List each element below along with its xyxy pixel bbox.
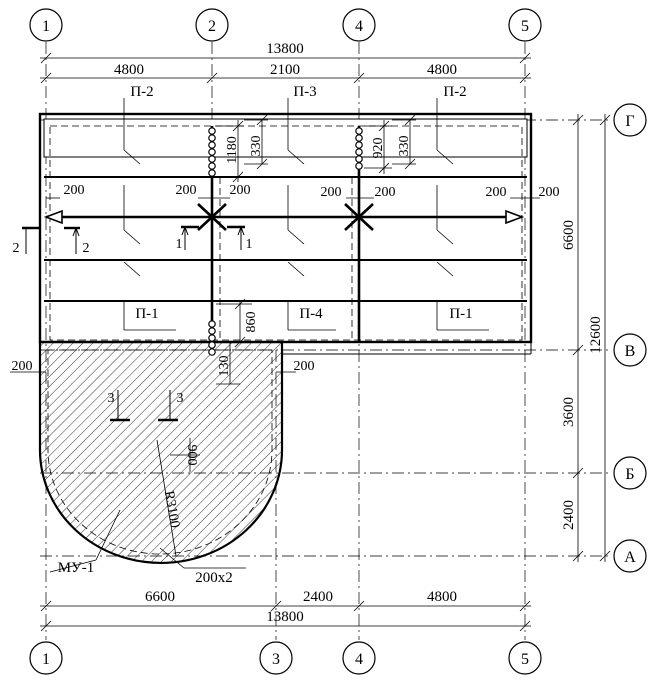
panel-label: П-3 xyxy=(293,84,316,100)
axis-label: 5 xyxy=(521,18,529,35)
axis-bubble: Г xyxy=(613,103,647,137)
panel-label: П-1 xyxy=(449,306,472,322)
axis-markers-bottom: 1 3 4 5 xyxy=(29,641,542,675)
dimension-local: 860 xyxy=(244,312,259,333)
axis-bubble: 4 xyxy=(342,8,376,42)
panel-label: П-2 xyxy=(130,84,153,100)
section-label: 3 xyxy=(108,391,115,406)
dimension-span: 2100 xyxy=(270,62,300,78)
axis-bubble: 5 xyxy=(508,8,542,42)
axis-bubble: А xyxy=(613,539,647,573)
local-dimensions xyxy=(10,114,540,472)
dimension-span: 2400 xyxy=(561,500,577,530)
axis-label: 5 xyxy=(521,651,529,668)
panel-label: П-4 xyxy=(299,306,323,322)
dimension-local: 200 xyxy=(539,185,560,200)
axis-label: А xyxy=(624,549,636,566)
dimension-local: 130 xyxy=(217,356,232,377)
panel-label: П-2 xyxy=(443,84,466,100)
dimension-chain-top xyxy=(40,52,531,84)
rebar-chain xyxy=(208,127,363,356)
axis-label: 1 xyxy=(42,18,50,35)
dimension-chain-right xyxy=(572,114,611,562)
section-label: 2 xyxy=(83,241,90,256)
section-markers xyxy=(22,225,245,422)
axis-label: В xyxy=(625,343,636,360)
monolithic-slab xyxy=(38,340,284,565)
axis-markers-right: Г В Б А xyxy=(613,103,647,573)
dimension-local: 330 xyxy=(397,136,412,157)
section-label: 3 xyxy=(177,391,184,406)
dimension-local: 200 xyxy=(230,183,251,198)
section-label: 1 xyxy=(246,237,253,252)
radius-label: R3100 xyxy=(161,490,182,529)
dimension-local: 330 xyxy=(249,136,264,157)
slab-label: МУ-1 xyxy=(58,560,94,576)
dimension-span: 6600 xyxy=(145,589,175,605)
dimension-local: 200 xyxy=(176,183,197,198)
dimension-span: 6600 xyxy=(561,220,577,250)
dimension-span: 4800 xyxy=(427,62,457,78)
dimension-overall-bottom: 13800 xyxy=(266,609,304,625)
axis-label: Б xyxy=(625,466,634,483)
axis-bubble: 1 xyxy=(29,8,63,42)
dimension-span: 3600 xyxy=(561,397,577,427)
annotation-leaders xyxy=(49,439,246,573)
dimension-local: 200 xyxy=(12,359,33,374)
axis-label: 1 xyxy=(42,651,50,668)
dimension-overall-right: 12600 xyxy=(588,316,604,354)
dimension-span: 4800 xyxy=(427,589,457,605)
panel-leaders xyxy=(123,98,489,331)
dimension-local: 200 xyxy=(486,185,507,200)
axis-label: 2 xyxy=(208,18,216,35)
axis-label: 4 xyxy=(355,651,363,668)
dimension-local: 1180 xyxy=(225,136,240,163)
axis-bubble: В xyxy=(613,333,647,367)
dimension-overall-top: 13800 xyxy=(266,41,304,57)
panel-label: П-1 xyxy=(135,306,158,322)
section-label: 2 xyxy=(13,241,20,256)
axis-label: 3 xyxy=(272,651,280,668)
dimension-local: 200 xyxy=(375,185,396,200)
axis-bubble: 4 xyxy=(342,641,376,675)
dimension-span: 4800 xyxy=(114,62,144,78)
axis-bubble: Б xyxy=(613,456,647,490)
rebar-label: 200x2 xyxy=(195,570,233,586)
dimension-local: 920 xyxy=(371,138,386,159)
section-label: 1 xyxy=(176,237,183,252)
axis-bubble: 3 xyxy=(259,641,293,675)
dimension-local: 200 xyxy=(64,183,85,198)
axis-bubble: 2 xyxy=(195,8,229,42)
tie-beam xyxy=(43,203,525,231)
dimension-local: 900 xyxy=(184,445,199,466)
axis-bubble: 5 xyxy=(508,641,542,675)
dimension-local: 200 xyxy=(321,185,342,200)
dimension-chain-bottom xyxy=(40,600,531,632)
axis-markers-top: 1 2 4 5 xyxy=(29,8,542,42)
axis-bubble: 1 xyxy=(29,641,63,675)
axis-label: Г xyxy=(625,113,634,130)
dimension-local: 200 xyxy=(294,359,315,374)
dimension-span: 2400 xyxy=(303,589,333,605)
axis-label: 4 xyxy=(355,18,363,35)
